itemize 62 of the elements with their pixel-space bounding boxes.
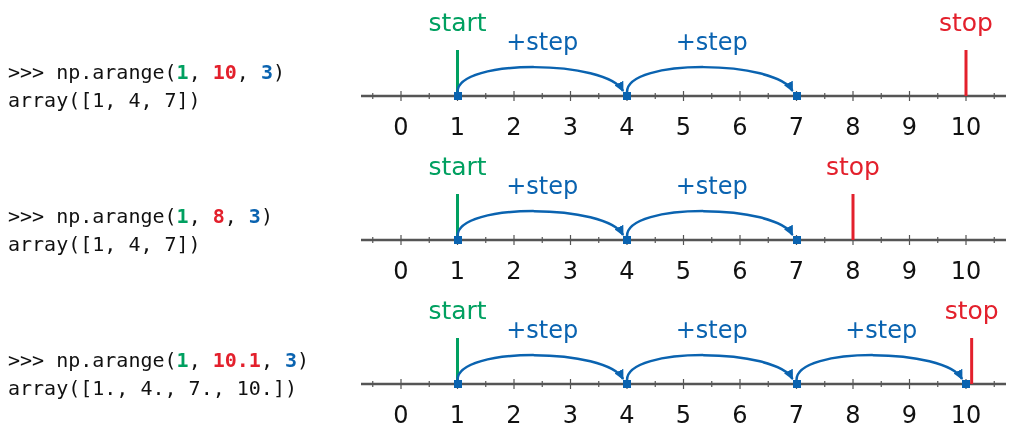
- tick-label: 7: [788, 403, 805, 427]
- tick-label: 10: [950, 115, 982, 139]
- tick-label: 8: [845, 403, 861, 427]
- tick-label: 1: [449, 115, 466, 139]
- code-line: >>> np.arange(1, 10, 3): [8, 62, 285, 82]
- tick-label: 8: [845, 259, 861, 283]
- tick-label: 0: [393, 115, 409, 139]
- arrow: [625, 353, 794, 381]
- start-label: start: [428, 153, 487, 179]
- tick-label: 1: [449, 259, 466, 283]
- arrow: [625, 209, 794, 237]
- code-line: >>> np.arange(1, 8, 3): [8, 206, 273, 226]
- tick-label: 9: [901, 259, 918, 283]
- tick-label: 7: [788, 259, 805, 283]
- tick-label: 3: [562, 403, 579, 427]
- arrow: [456, 209, 624, 237]
- tick-label: 0: [393, 403, 409, 427]
- point-marker: [962, 380, 970, 388]
- tick-label: 3: [562, 259, 579, 283]
- stop-label: stop: [944, 297, 999, 323]
- tick-label: 9: [901, 115, 918, 139]
- tick-label: 5: [675, 115, 692, 139]
- tick-label: 9: [901, 403, 918, 427]
- tick-label: 10: [950, 403, 982, 427]
- arrow: [795, 353, 963, 381]
- arrow: [625, 65, 794, 93]
- code-line: array([1., 4., 7., 10.]): [8, 378, 297, 398]
- start-label: start: [428, 297, 487, 323]
- start-label: start: [428, 9, 487, 35]
- point-marker: [453, 380, 462, 388]
- tick-label: 7: [788, 115, 805, 139]
- tick-label: 6: [732, 259, 748, 283]
- tick-label: 10: [950, 259, 982, 283]
- code-line: array([1, 4, 7]): [8, 234, 201, 254]
- tick-label: 6: [732, 115, 748, 139]
- point-marker: [453, 236, 462, 244]
- tick-label: 4: [619, 259, 635, 283]
- stop-label: stop: [826, 153, 880, 179]
- tick-label: 3: [562, 115, 579, 139]
- point-marker: [792, 380, 801, 388]
- stop-label: stop: [939, 9, 993, 35]
- code-line: array([1, 4, 7]): [8, 90, 201, 110]
- tick-label: 0: [393, 259, 409, 283]
- point-marker: [792, 92, 801, 100]
- point-marker: [623, 236, 631, 244]
- arrow: [456, 65, 624, 93]
- tick-label: 6: [732, 403, 748, 427]
- arrow: [456, 353, 624, 381]
- point-marker: [453, 92, 462, 100]
- tick-label: 5: [675, 259, 692, 283]
- point-marker: [623, 92, 631, 100]
- point-marker: [792, 236, 801, 244]
- tick-label: 4: [619, 115, 635, 139]
- point-marker: [623, 380, 631, 388]
- tick-label: 2: [506, 403, 522, 427]
- tick-label: 8: [845, 115, 861, 139]
- tick-label: 1: [449, 403, 466, 427]
- code-line: >>> np.arange(1, 10.1, 3): [8, 350, 310, 370]
- tick-label: 2: [506, 259, 522, 283]
- tick-label: 4: [619, 403, 635, 427]
- tick-label: 5: [675, 403, 692, 427]
- tick-label: 2: [506, 115, 522, 139]
